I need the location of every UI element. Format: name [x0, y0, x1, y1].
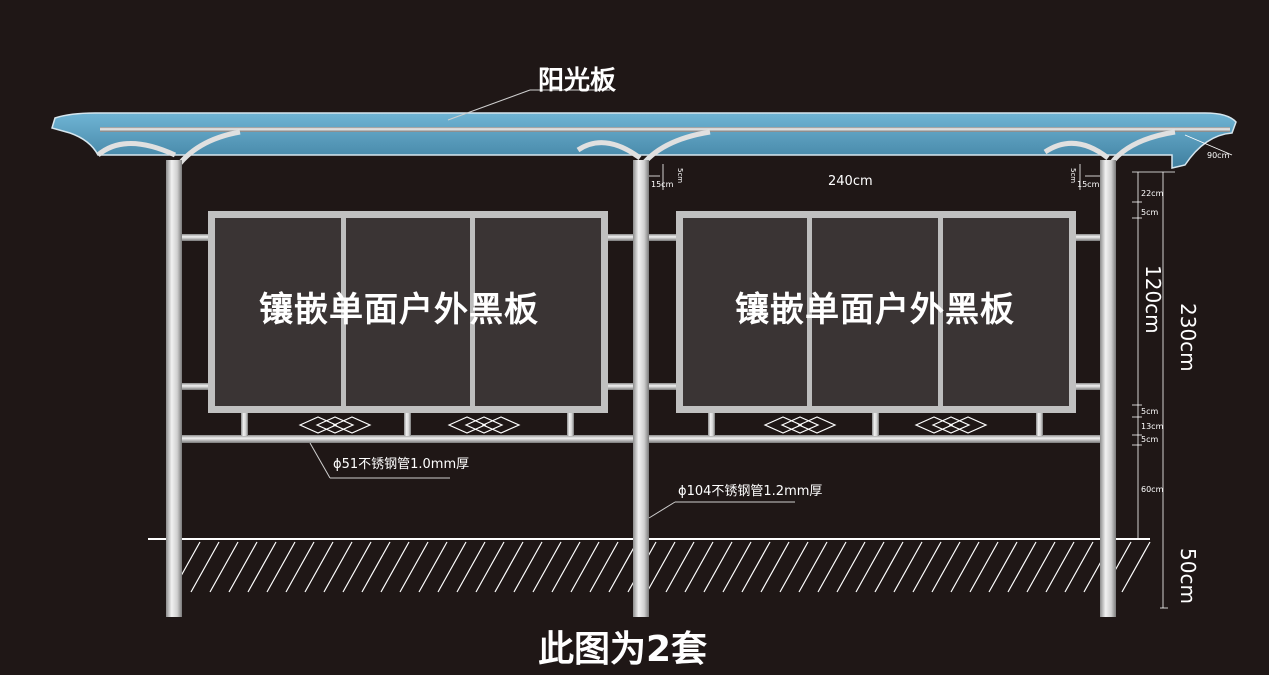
diamond-ornament	[914, 416, 988, 434]
ground-hatch-line	[798, 541, 828, 593]
dim-bottom-bar: 5cm	[1141, 435, 1159, 444]
dim-base-height: 60cm	[1141, 485, 1164, 494]
ground-hatch-line	[513, 541, 543, 593]
dim-gap-top-left: 5cm	[676, 168, 684, 184]
dim-gap-side-left: 15cm	[651, 180, 674, 189]
ground-hatch-line	[1121, 541, 1151, 593]
dim-board-height: 120cm	[1141, 265, 1165, 334]
dim-width: 240cm	[828, 174, 873, 189]
ground-hatch-line	[399, 541, 429, 593]
posts	[166, 160, 1116, 617]
diamond-ornament	[763, 416, 837, 434]
dim-depth: 90cm	[1207, 151, 1230, 160]
ground-hatch-line	[323, 541, 353, 593]
diamond-ornaments	[298, 416, 988, 434]
ground-hatch-line	[817, 541, 847, 593]
ground-hatch-line	[247, 541, 277, 593]
ground-hatch-line	[684, 541, 714, 593]
ground-hatch-line	[418, 541, 448, 593]
dim-total-height: 230cm	[1176, 303, 1200, 372]
ground-hatch-line	[190, 541, 220, 593]
ground-hatch-line	[456, 541, 486, 593]
ground-hatch-line	[988, 541, 1018, 593]
canopy-label: 阳光板	[538, 66, 617, 96]
ground-hatch-line	[380, 541, 410, 593]
ground-hatch-line	[266, 541, 296, 593]
ground-hatch-line	[437, 541, 467, 593]
dim-frame-bottom: 5cm	[1141, 407, 1159, 416]
ground-hatch-line	[950, 541, 980, 593]
ground-hatch-line	[646, 541, 676, 593]
dimension-lines	[649, 134, 1233, 609]
ground-hatch-line	[874, 541, 904, 593]
ground-hatch-line	[570, 541, 600, 593]
pipe-small-label: ϕ51不锈钢管1.0mm厚	[333, 457, 470, 472]
ground-hatch-line	[532, 541, 562, 593]
ground-hatch-line	[855, 541, 885, 593]
ground-hatch-line	[722, 541, 752, 593]
dim-top-frame: 5cm	[1141, 208, 1159, 217]
ground-hatch-line	[342, 541, 372, 593]
dim-top-margin: 22cm	[1141, 189, 1164, 198]
ground-hatch-line	[285, 541, 315, 593]
ground-hatch-line	[779, 541, 809, 593]
dim-mid-gap: 13cm	[1141, 422, 1164, 431]
ground-hatch-line	[1045, 541, 1075, 593]
ground-hatch-line	[494, 541, 524, 593]
ground-hatch-line	[1007, 541, 1037, 593]
ground-hatch-line	[741, 541, 771, 593]
ground-hatch-line	[608, 541, 638, 593]
board-left	[208, 211, 608, 413]
ground-hatch-line	[760, 541, 790, 593]
ground-hatch-line	[969, 541, 999, 593]
ground-hatch-line	[1064, 541, 1094, 593]
footer-caption: 此图为2套	[538, 629, 708, 670]
ground-hatch-line	[912, 541, 942, 593]
pipe-large-label: ϕ104不锈钢管1.2mm厚	[678, 484, 823, 499]
ground-hatch-line	[1026, 541, 1056, 593]
ground-hatch-line	[893, 541, 923, 593]
diamond-ornament	[298, 416, 372, 434]
ground-hatch-line	[931, 541, 961, 593]
ground-hatch-line	[361, 541, 391, 593]
diamond-ornament	[447, 416, 521, 434]
ground	[148, 538, 1151, 593]
ground-hatch-line	[589, 541, 619, 593]
dim-gap-top-right: 5cm	[1069, 168, 1077, 184]
dim-gap-side-right: 15cm	[1077, 180, 1100, 189]
ground-hatch-line	[836, 541, 866, 593]
leader-lines	[309, 89, 795, 519]
stubs	[241, 413, 1043, 436]
ground-hatch-line	[228, 541, 258, 593]
ground-hatch-line	[209, 541, 239, 593]
horizontal-bars	[182, 234, 1100, 443]
ground-hatch-line	[703, 541, 733, 593]
ground-hatch-line	[475, 541, 505, 593]
board-label-right: 镶嵌单面户外黑板	[735, 290, 1015, 330]
ground-hatch-line	[551, 541, 581, 593]
board-right	[676, 211, 1076, 413]
board-label-left: 镶嵌单面户外黑板	[259, 290, 539, 330]
ground-hatch-line	[665, 541, 695, 593]
dim-underground: 50cm	[1176, 548, 1200, 604]
ground-hatch-line	[304, 541, 334, 593]
